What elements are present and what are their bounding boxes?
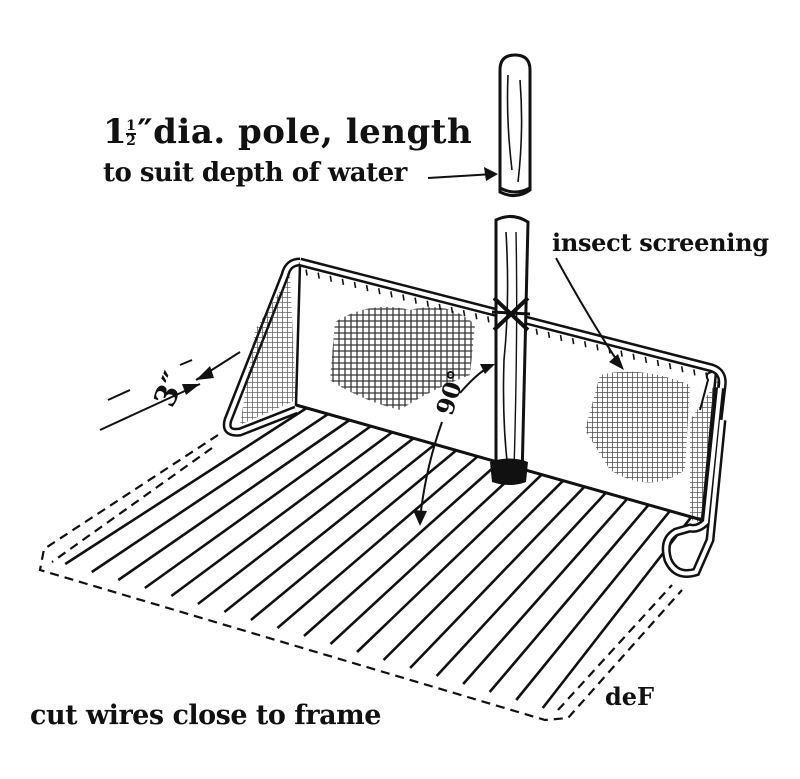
base-wire bbox=[144, 425, 372, 590]
base-wire bbox=[488, 504, 650, 693]
edge-tick bbox=[620, 350, 623, 357]
screening-label: insect screening bbox=[552, 228, 769, 257]
base-wire bbox=[303, 461, 500, 637]
edge-tick bbox=[632, 353, 636, 360]
pole-description: dia. pole, length bbox=[153, 112, 473, 152]
edge-tick bbox=[377, 288, 381, 295]
base-outline bbox=[38, 434, 683, 722]
edge-tick bbox=[680, 366, 684, 373]
arrow-heads bbox=[182, 167, 624, 526]
edge-tick bbox=[341, 278, 345, 286]
edge-tick bbox=[547, 331, 551, 339]
edge-tick bbox=[329, 275, 333, 282]
fraction-numerator: 1 bbox=[126, 118, 137, 135]
base-wire bbox=[91, 412, 329, 574]
edge-tick bbox=[474, 313, 478, 320]
edge-tick bbox=[462, 309, 466, 317]
pole-lower-piece bbox=[490, 215, 531, 485]
base-wire bbox=[276, 455, 479, 629]
pole-size-whole: 1 bbox=[103, 112, 128, 152]
edge-tick bbox=[487, 316, 490, 323]
base-wire bbox=[462, 497, 629, 685]
base-wire bbox=[64, 406, 308, 566]
base-wires bbox=[64, 406, 693, 709]
right-frame-loop bbox=[661, 387, 727, 578]
edge-tick bbox=[414, 297, 417, 304]
top-frame-rod bbox=[298, 257, 727, 523]
fraction-denominator: 2 bbox=[126, 133, 137, 149]
inch-mark: ″ bbox=[137, 112, 154, 152]
edge-tick bbox=[656, 359, 660, 367]
edge-tick bbox=[426, 300, 430, 307]
base-wire bbox=[197, 437, 415, 606]
edge-tick bbox=[317, 272, 320, 279]
cut-wires-label: cut wires close to frame bbox=[30, 700, 381, 731]
edge-tick bbox=[390, 291, 393, 298]
edge-tick bbox=[644, 356, 648, 363]
screen-panel bbox=[240, 262, 718, 525]
edge-tick bbox=[535, 328, 539, 335]
edge-tick bbox=[693, 369, 696, 376]
pole-top-piece bbox=[498, 53, 532, 197]
base-wire bbox=[356, 473, 543, 653]
edge-tick bbox=[596, 344, 599, 351]
base-wire bbox=[170, 431, 393, 598]
left-frame-rod bbox=[222, 257, 301, 437]
edge-tick bbox=[305, 269, 308, 276]
edge-tick bbox=[559, 334, 563, 342]
edge-tick bbox=[450, 306, 454, 314]
base-wire bbox=[409, 485, 586, 669]
artist-signature: deF bbox=[605, 682, 655, 711]
edge-tick bbox=[668, 362, 672, 370]
edge-tick bbox=[365, 285, 369, 292]
base-wire bbox=[117, 419, 351, 582]
edge-tick bbox=[705, 372, 708, 379]
base-wire bbox=[329, 467, 522, 645]
base-wire bbox=[250, 449, 458, 622]
edge-tick bbox=[583, 341, 587, 348]
edge-tick bbox=[438, 303, 442, 310]
pole-label-line2: to suit depth of water bbox=[103, 158, 407, 188]
edge-tick bbox=[402, 294, 405, 301]
base-wire bbox=[223, 443, 436, 614]
base-wire bbox=[515, 510, 671, 701]
edge-tick bbox=[353, 281, 357, 289]
edge-tick bbox=[571, 338, 575, 345]
base-wire bbox=[435, 491, 607, 677]
base-wire bbox=[382, 479, 565, 661]
